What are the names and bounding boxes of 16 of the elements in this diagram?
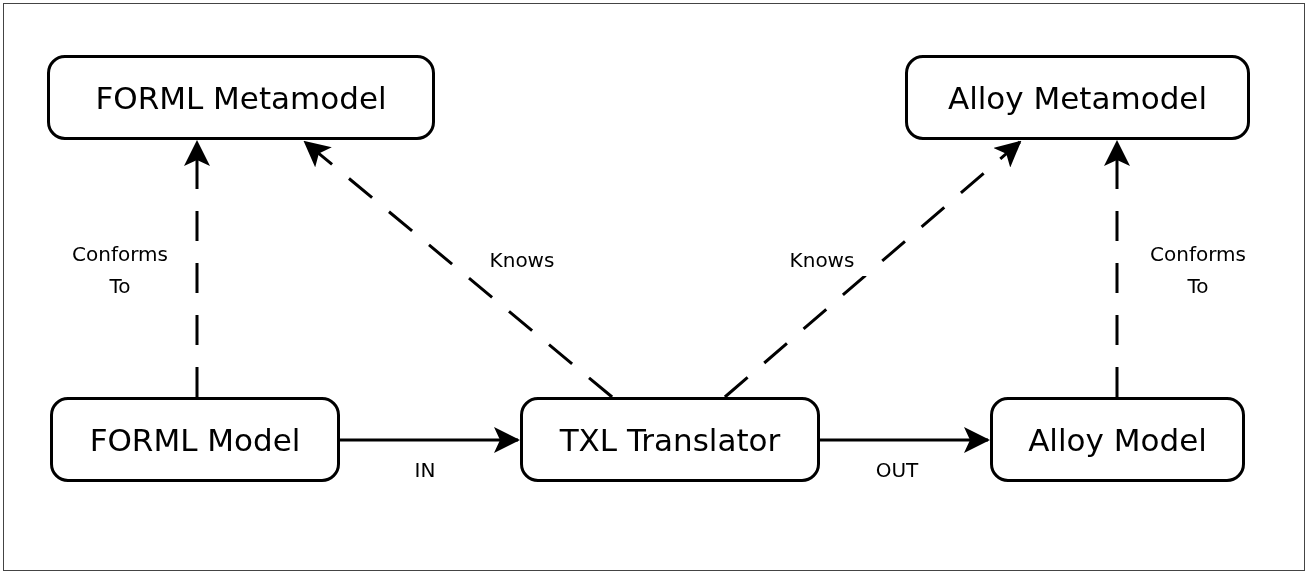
rounded-box: [990, 397, 1245, 482]
dashed-arrow: [723, 140, 1022, 399]
rounded-box: [905, 55, 1250, 140]
arrow: [340, 427, 520, 453]
dashed-arrow: [303, 140, 614, 399]
node-label: Alloy Model: [1028, 421, 1207, 458]
node-label: FORML Model: [89, 421, 301, 458]
rounded-box: [47, 55, 435, 140]
dashed-arrow: [1104, 140, 1130, 397]
node-label: Alloy Metamodel: [947, 79, 1208, 116]
dashed-arrow: [184, 140, 210, 397]
rounded-box: [50, 397, 340, 482]
arrow: [820, 427, 990, 453]
node-label: FORML Metamodel: [95, 79, 387, 116]
rounded-box: [520, 397, 820, 482]
node-label: TXL Translator: [559, 421, 781, 458]
